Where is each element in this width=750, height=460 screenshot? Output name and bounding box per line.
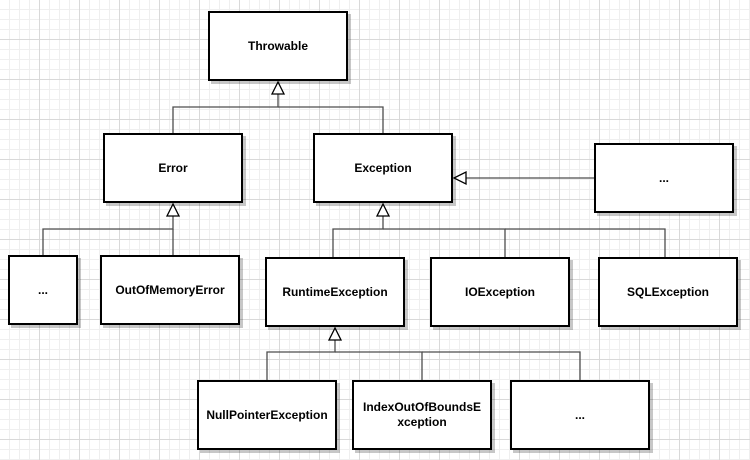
node-error-more[interactable]: ... <box>8 255 78 325</box>
node-out-of-memory-error[interactable]: OutOfMemoryError <box>100 255 240 325</box>
edge-error-more-error <box>42 216 174 255</box>
edge-ioobe-runtime <box>335 351 423 380</box>
node-label: ... <box>37 282 48 297</box>
node-error[interactable]: Error <box>103 133 243 203</box>
node-label: IndexOutOfBoundsE xception <box>363 400 481 429</box>
edge-runtime-more-runtime <box>422 351 581 380</box>
node-runtime-more[interactable]: ... <box>510 380 650 450</box>
edge-sql-exception <box>505 228 666 257</box>
edge-io-exception <box>383 228 506 257</box>
inheritance-arrow-exception <box>375 202 391 217</box>
node-throwable[interactable]: Throwable <box>208 11 348 81</box>
inheritance-arrow-error <box>165 202 181 217</box>
node-label: RuntimeException <box>282 284 388 299</box>
node-label: ... <box>658 170 669 185</box>
node-label: ... <box>574 407 585 422</box>
node-label: OutOfMemoryError <box>115 282 225 297</box>
inheritance-arrow-throwable <box>270 80 286 95</box>
edge-error-throwable <box>172 94 279 133</box>
node-null-pointer-exception[interactable]: NullPointerException <box>197 380 337 450</box>
node-sql-exception[interactable]: SQLException <box>598 257 738 327</box>
inheritance-arrow-exception-side <box>452 170 467 186</box>
node-label: NullPointerException <box>206 407 328 422</box>
node-label: IOException <box>464 284 535 299</box>
edge-npe-runtime <box>266 340 336 380</box>
edge-exception-throwable <box>278 106 384 133</box>
node-index-out-of-bounds-exception[interactable]: IndexOutOfBoundsE xception <box>352 380 492 450</box>
node-label: Error <box>158 160 188 175</box>
node-label: SQLException <box>626 284 709 299</box>
node-io-exception[interactable]: IOException <box>430 257 570 327</box>
node-label: Throwable <box>247 38 308 53</box>
node-runtime-exception[interactable]: RuntimeException <box>265 257 405 327</box>
node-label: Exception <box>354 160 412 175</box>
node-exception-more[interactable]: ... <box>594 143 734 213</box>
edge-runtime-exception <box>332 216 384 257</box>
node-exception[interactable]: Exception <box>313 133 453 203</box>
inheritance-arrow-runtime <box>327 326 343 341</box>
